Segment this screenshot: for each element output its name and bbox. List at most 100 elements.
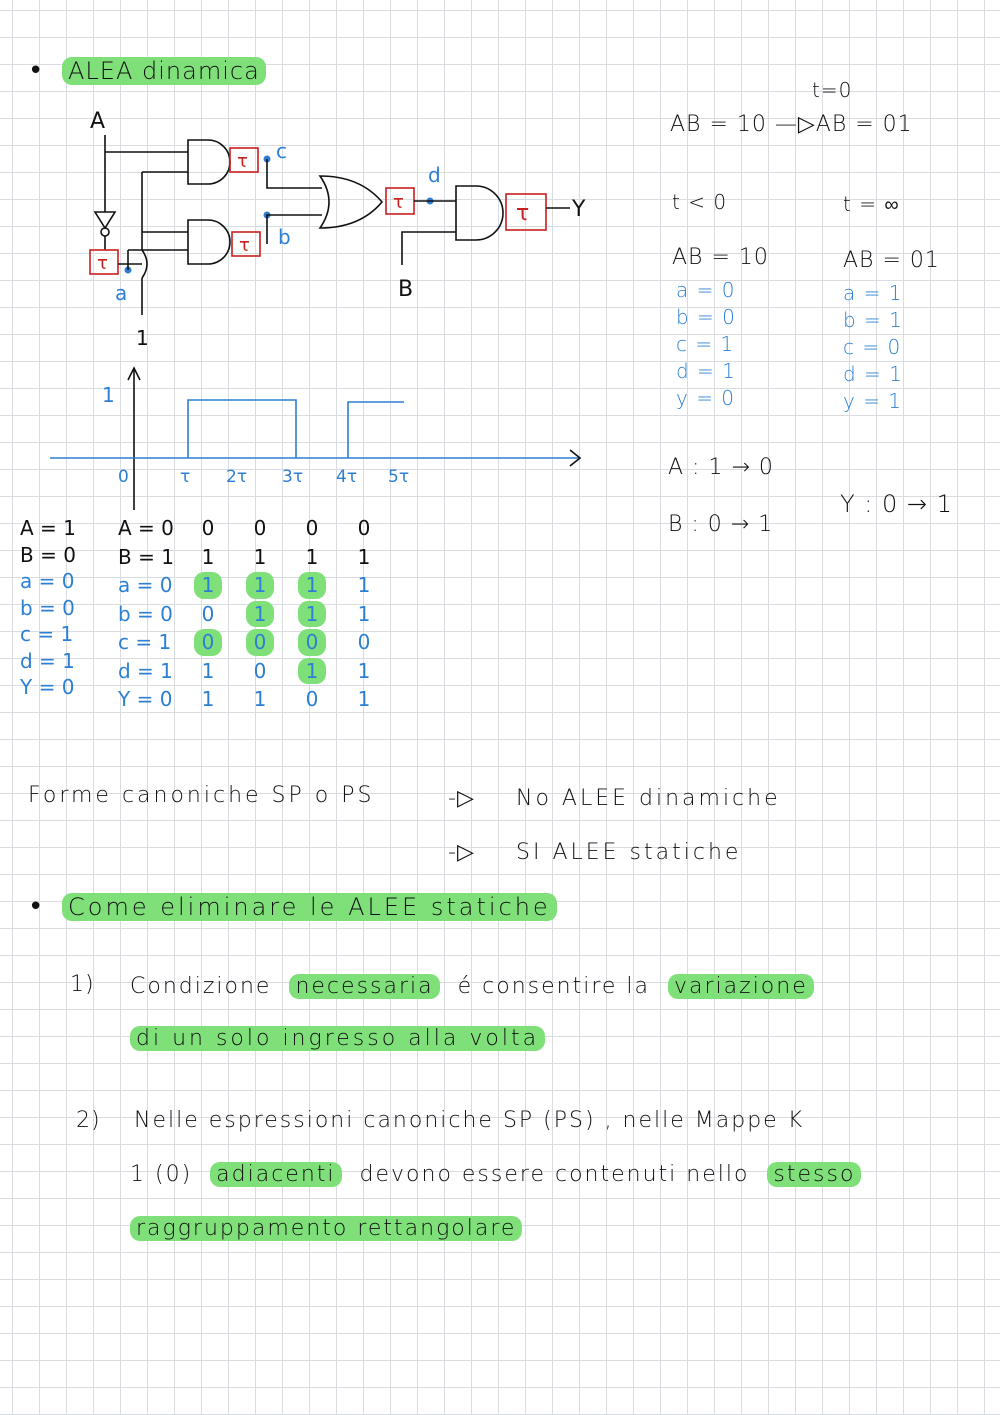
item-2-line-3: raggruppamento rettangolare [130,1216,523,1241]
item-2-highlight-adiacenti: adiacenti [210,1162,342,1187]
tau-label-and1: τ [237,151,248,172]
table-row-label: d = 1 [118,658,173,683]
table-cell: 0 [234,658,286,685]
node-b-label: b [278,225,291,249]
table-row-label: B = 1 [118,544,174,569]
before-value: d = 1 [676,359,736,383]
item-2-text-b: devono essere contenuti nello [359,1162,750,1187]
tau-label-and2: τ [239,235,250,256]
note-ab-before: AB = 10 [672,245,769,270]
item-2-highlight-line-3: raggruppamento rettangolare [130,1216,523,1241]
after-values: a = 1 b = 1 c = 0 d = 1 y = 1 [843,280,903,415]
timing-tick-4: 4τ [336,467,357,487]
table-cell: 1 [338,658,390,685]
table-cell-value: 1 [193,572,223,599]
table-row-label: c = 1 [118,630,172,654]
table-cell: 0 [182,629,234,656]
table-cell: 0 [286,686,338,713]
table-cell-value: 1 [245,572,275,599]
item-1-highlight-necessaria: necessaria [289,974,440,999]
table-cell: 1 [286,572,338,599]
table-row-label: a = 0 [118,573,173,597]
table-cell: 1 [182,572,234,599]
tau-label-inv: τ [97,253,108,274]
table-cell-value: 0 [297,629,327,656]
table-cell: 1 [182,658,234,685]
table-cell: 0 [182,515,234,542]
table-cell: 1 [234,544,286,571]
left-row: Y = 0 [20,675,75,699]
note-t-before: t < 0 [672,190,728,214]
table-cell: 1 [286,657,338,684]
table-cell: 0 [234,629,286,656]
tau-label-final: τ [516,201,529,226]
item-2-highlight-stesso: stesso [767,1162,862,1187]
table-cell-value: 0 [201,516,215,540]
bullet-1: • [28,56,44,86]
table-cell-value: 1 [297,657,327,684]
table-cell: 1 [182,686,234,713]
after-value: y = 1 [843,389,903,413]
table-cell: 1 [338,686,390,713]
bullet-2: • [28,892,44,922]
timing-y-one: 1 [102,383,115,407]
table-cell-value: 0 [253,658,267,683]
section-title-eliminare: Come eliminare le ALEE statiche [62,893,557,921]
before-values: a = 0 b = 0 c = 1 d = 1 y = 0 [676,277,736,412]
timing-tick-5: 5τ [388,467,409,487]
before-value: c = 1 [676,332,735,356]
initial-state-column: A = 1 B = 0 a = 0 b = 0 c = 1 d = 1 Y = … [20,515,76,701]
note-t0: t=0 [812,78,853,102]
forme-no-dinamiche: No ALEE dinamiche [516,786,781,811]
table-cell-value: 0 [357,516,371,540]
table-row-label: b = 0 [118,601,173,626]
forme-arrow-2: -▷ [448,840,475,865]
note-b-change: B : 0 → 1 [668,512,774,537]
table-cell-value: 1 [297,572,327,599]
table-cell: 1 [338,601,390,628]
table-cell: 1 [234,572,286,599]
table-cell: 0 [338,629,390,656]
table-cell-value: 0 [201,601,215,626]
before-value: a = 0 [676,278,736,302]
forme-canoniche-label: Forme canoniche SP o PS [28,783,375,808]
item-2-line-1: Nelle espressioni canoniche SP (PS) , ne… [134,1108,805,1133]
circuit-input-b: B [398,277,413,302]
table-cell-value: 0 [305,516,319,540]
table-cell-value: 1 [357,658,371,683]
table-cell: 0 [338,515,390,542]
node-c-label: c [276,139,287,163]
note-ab-transition: AB = 10 —▷AB = 01 [670,112,913,137]
note-y-change: Y : 0 → 1 [840,490,953,518]
table-cell-value: 1 [201,544,215,569]
timing-tick-2: 2τ [226,467,247,487]
table-cell-value: 1 [253,544,267,569]
section-title-text: ALEA dinamica [62,57,266,85]
timing-tick-3: 3τ [282,467,303,487]
item-1-text-a: Condizione [130,974,272,999]
item-1-highlight-line-2: di un solo ingresso alla volta [130,1026,546,1051]
section-title-2-text: Come eliminare le ALEE statiche [62,893,557,921]
table-cell: 1 [234,600,286,627]
left-row: b = 0 [20,595,75,620]
after-value: a = 1 [843,281,903,305]
circuit-input-one: 1 [136,326,149,350]
table-cell-value: 0 [245,629,275,656]
left-row: d = 1 [20,648,75,673]
item-1-line-2: di un solo ingresso alla volta [130,1026,546,1051]
left-row: B = 0 [20,542,76,567]
note-ab-after: AB = 01 [843,248,940,273]
section-title-alea-dinamica: ALEA dinamica [62,57,266,85]
table-cell-value: 0 [193,629,223,656]
timing-diagram: 1 0 τ 2τ 3τ 4τ 5τ [50,366,582,510]
circuit-input-a: A [90,109,105,134]
forme-arrow-1: -▷ [448,786,475,811]
node-a-label: a [115,281,127,305]
item-1-text-b: é consentire la [457,974,650,999]
